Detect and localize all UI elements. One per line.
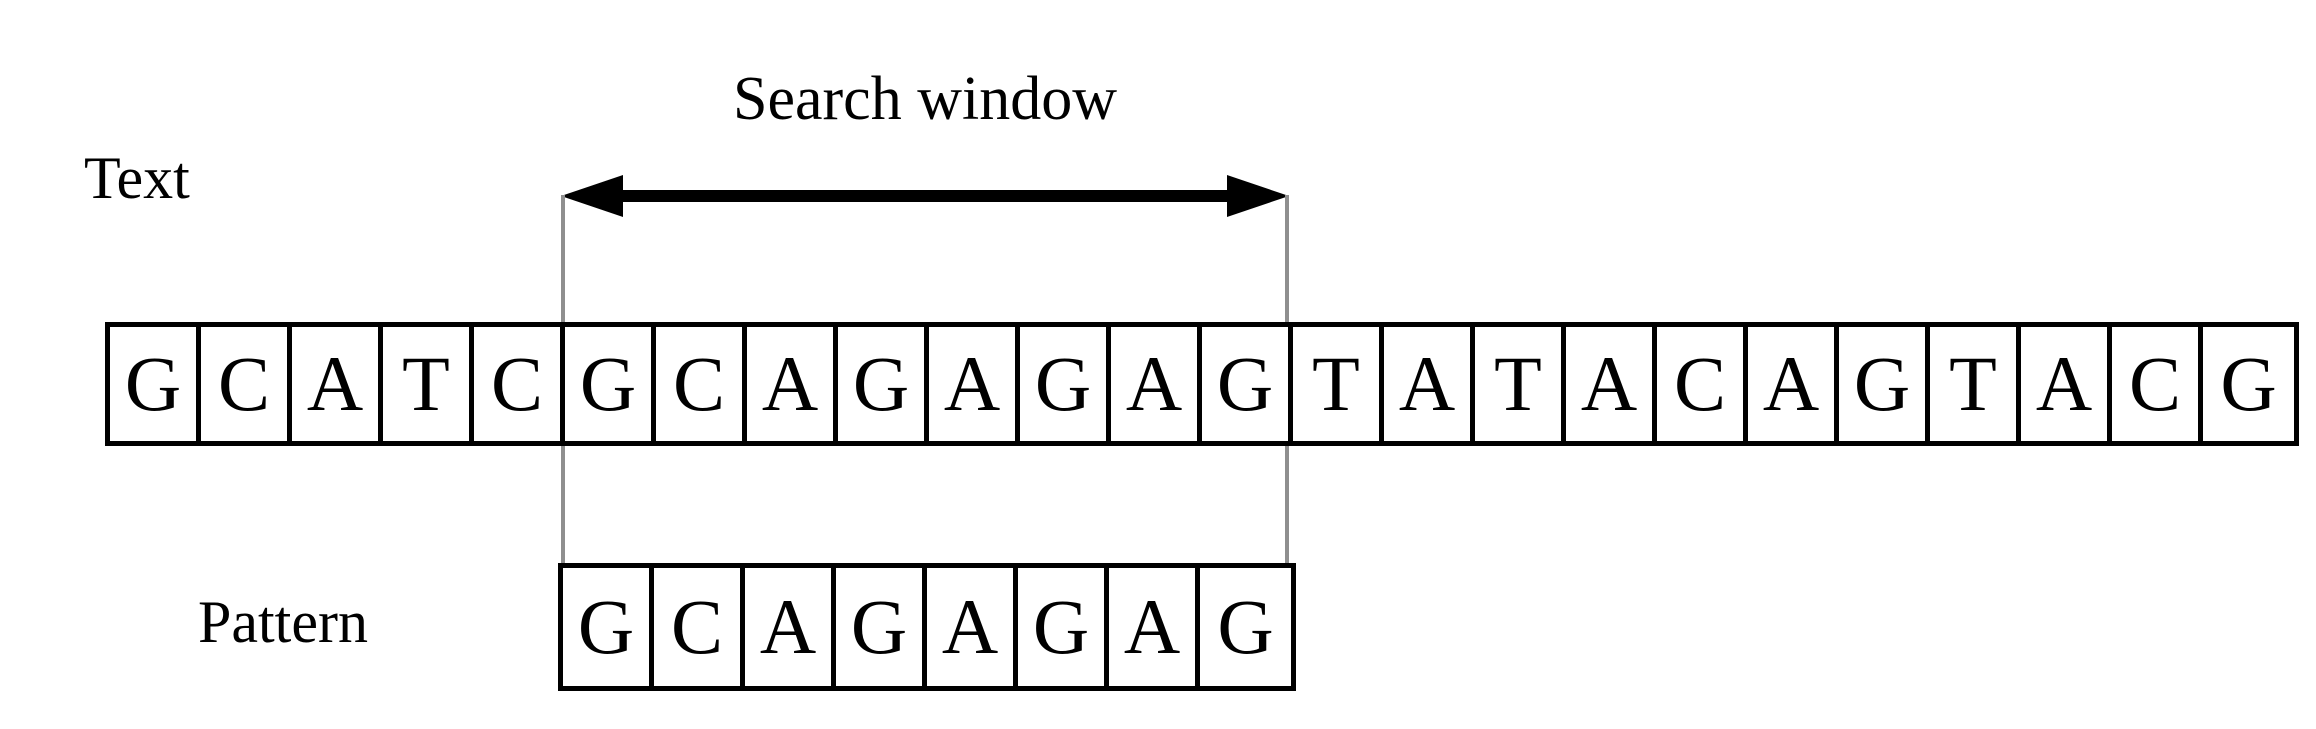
sequence-cell: G <box>565 327 656 441</box>
sequence-cell: A <box>2021 327 2112 441</box>
sequence-cell: T <box>1293 327 1384 441</box>
text-row-label: Text <box>84 145 190 211</box>
sequence-cell: A <box>929 327 1020 441</box>
sequence-cell: T <box>383 327 474 441</box>
pattern-row-label: Pattern <box>198 589 368 655</box>
sequence-cell: G <box>1202 327 1293 441</box>
sequence-cell: A <box>1748 327 1839 441</box>
sequence-cell: A <box>1109 568 1200 686</box>
sequence-cell: A <box>745 568 836 686</box>
search-window-arrow-icon <box>561 175 1289 217</box>
sequence-cell: C <box>1657 327 1748 441</box>
sequence-cell: T <box>1475 327 1566 441</box>
sequence-cell: G <box>1839 327 1930 441</box>
sequence-cell: A <box>292 327 383 441</box>
sequence-cell: G <box>1020 327 1111 441</box>
sequence-cell: A <box>1566 327 1657 441</box>
sequence-cell: A <box>1111 327 1202 441</box>
sequence-cell: A <box>1384 327 1475 441</box>
sequence-cell: G <box>110 327 201 441</box>
sequence-cell: A <box>747 327 838 441</box>
sequence-cell: C <box>2112 327 2203 441</box>
sequence-cell: G <box>563 568 654 686</box>
sequence-cell: A <box>927 568 1018 686</box>
sequence-cell: C <box>474 327 565 441</box>
sequence-cell: G <box>836 568 927 686</box>
sequence-cell: G <box>1200 568 1291 686</box>
sequence-cell: C <box>654 568 745 686</box>
sequence-cell: C <box>656 327 747 441</box>
sequence-cell: T <box>1930 327 2021 441</box>
sequence-cell: G <box>2203 327 2294 441</box>
sequence-cell: G <box>1018 568 1109 686</box>
sequence-cell: C <box>201 327 292 441</box>
search-window-label: Search window <box>733 65 1117 133</box>
sequence-cell: G <box>838 327 929 441</box>
